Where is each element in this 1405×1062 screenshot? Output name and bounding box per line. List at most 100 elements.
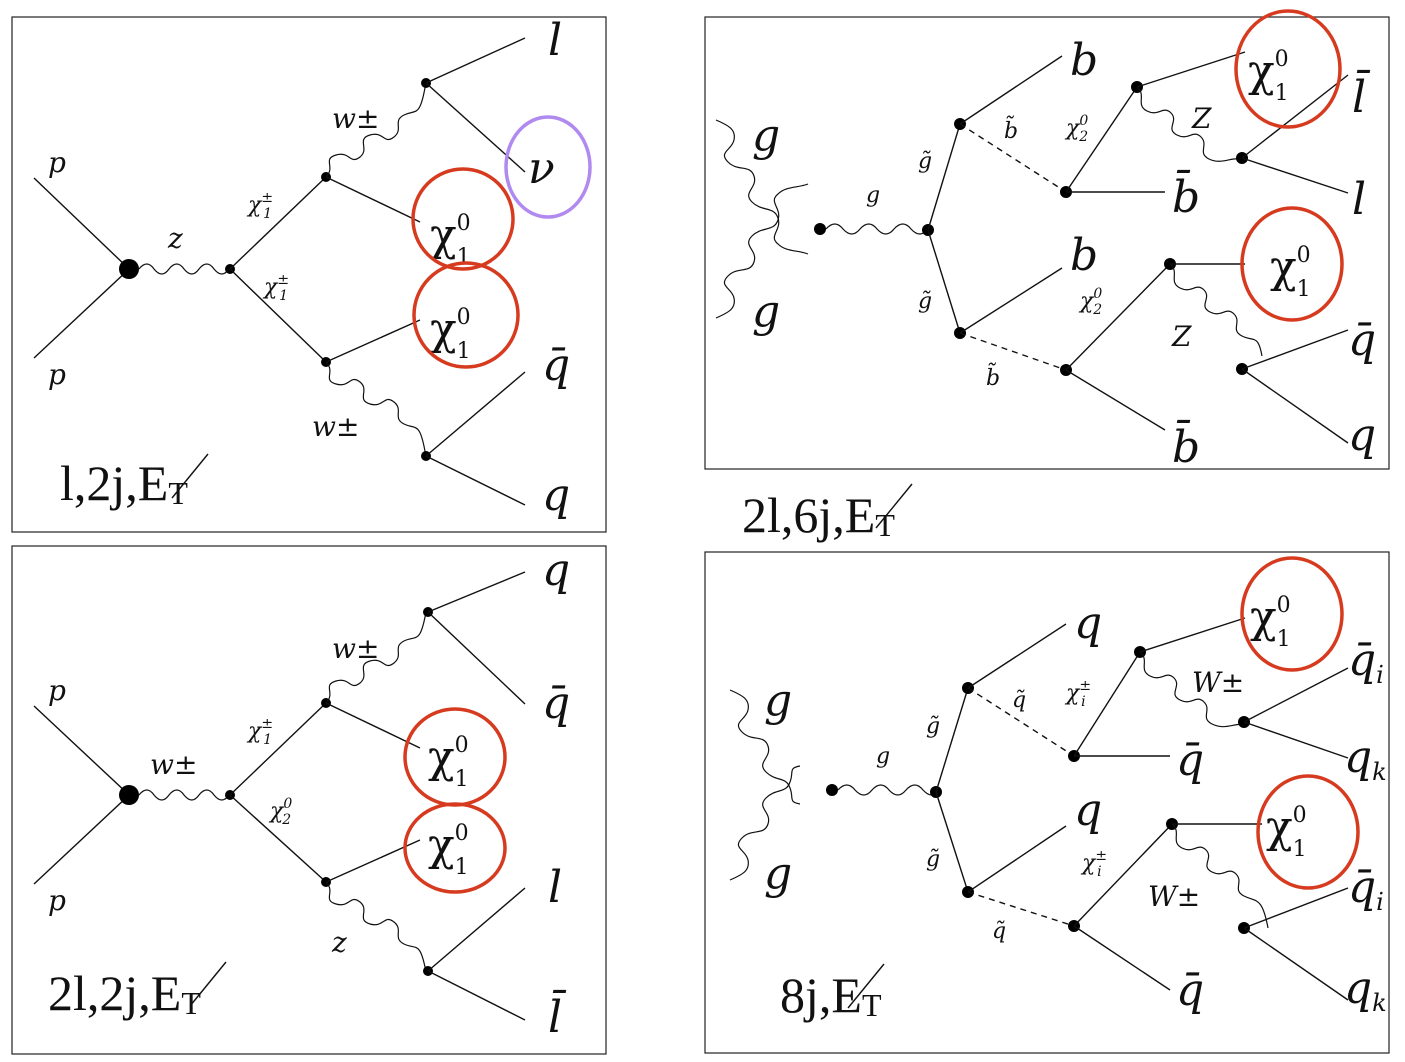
- gluon-propagator: [825, 223, 929, 235]
- squark-line: [967, 891, 1075, 927]
- label-chargino: χ±1: [262, 272, 289, 304]
- met-slash: [847, 963, 885, 1009]
- incoming-line: [33, 705, 129, 795]
- gluon-incoming: [729, 689, 801, 805]
- label-w: w±: [312, 410, 359, 443]
- quark-line: [1241, 368, 1349, 444]
- label-quark-k: qk: [1344, 732, 1387, 786]
- label-sbottom: b̃: [1004, 114, 1018, 144]
- panel-frame: [704, 551, 1390, 1054]
- label-z: z: [331, 926, 347, 959]
- chargino-line: [1073, 823, 1173, 927]
- lsp-line: [325, 319, 421, 363]
- label-quark: q: [1074, 785, 1102, 836]
- panel-gluino-squark: g g g g̃ g̃ q̃ q̃ q q q̄ q̄ χ±i χ±i W± W…: [704, 551, 1390, 1054]
- label-antiquark: q̄: [1176, 965, 1204, 1016]
- lsp-line: [325, 176, 421, 223]
- lsp-highlight-ring: [1240, 206, 1344, 322]
- label-neutrino: ν: [528, 143, 555, 194]
- lsp-highlight-ring: [1234, 9, 1342, 129]
- quark-line: [967, 825, 1067, 893]
- chargino-line: [229, 176, 327, 270]
- gluon-incoming: [715, 119, 809, 255]
- w-propagator: [1139, 651, 1245, 728]
- label-squark: q̃: [1012, 688, 1026, 713]
- label-gluon: g: [764, 848, 792, 899]
- label-gluon-propagator: g: [866, 183, 880, 208]
- label-antiquark: q̄: [542, 678, 570, 729]
- label-quark: q: [1074, 598, 1102, 649]
- quark-line: [967, 623, 1067, 689]
- label-antiquark: q̄: [542, 340, 570, 391]
- chargino-line: [229, 702, 327, 796]
- label-gluino: g̃: [918, 149, 932, 174]
- label-lepton: l: [1352, 174, 1366, 225]
- gluon-propagator: [837, 784, 941, 796]
- quark-line: [425, 455, 526, 506]
- met-slash: [171, 453, 209, 499]
- antilepton-line: [427, 970, 526, 1021]
- lepton-line: [425, 37, 526, 84]
- w-propagator: [325, 81, 427, 178]
- lsp-line: [1136, 51, 1246, 88]
- label-b-quark: b: [1070, 35, 1098, 86]
- lepton-line: [427, 887, 526, 972]
- w-propagator: [1171, 823, 1269, 929]
- label-b-antiquark: b̄: [1172, 418, 1200, 473]
- panel-frame: [11, 545, 607, 1055]
- final-state-caption: 8j,ET: [780, 967, 882, 1023]
- chargino-line: [1073, 651, 1141, 757]
- gluino-line: [927, 123, 961, 231]
- final-state-caption: 2l,2j,ET: [48, 965, 201, 1021]
- label-quark: q: [542, 470, 570, 521]
- gluino-line: [927, 229, 961, 334]
- antiquark-line: [1241, 329, 1349, 370]
- label-gluon: g: [764, 675, 792, 726]
- label-b-antiquark: b̄: [1172, 168, 1200, 223]
- quark-line: [427, 571, 526, 613]
- z-propagator: [1169, 263, 1263, 357]
- chargino-line: [229, 268, 327, 363]
- label-w: w±: [332, 102, 379, 135]
- incoming-line: [33, 177, 129, 269]
- met-slash: [189, 961, 227, 1007]
- label-antiquark-i: q̄i: [1348, 862, 1384, 916]
- gluino-line: [935, 791, 969, 893]
- gluino-line: [935, 687, 969, 793]
- antiquark-line: [427, 611, 526, 705]
- neutralino-line: [1065, 263, 1171, 371]
- label-p: p: [48, 674, 66, 707]
- label-z: Z: [1191, 102, 1212, 135]
- neutralino-line: [1065, 86, 1138, 193]
- gluon-incoming: [729, 765, 801, 881]
- label-lepton: l: [548, 15, 562, 66]
- panel-frame: [704, 16, 1390, 470]
- squark-line: [959, 332, 1067, 371]
- label-quark: q: [1348, 410, 1376, 461]
- antiquark-line: [1243, 667, 1349, 723]
- label-lepton: l: [548, 862, 562, 913]
- squark-line: [967, 687, 1075, 757]
- label-p: p: [48, 884, 66, 917]
- w-propagator: [325, 611, 427, 704]
- lsp-highlight-ring: [403, 802, 507, 894]
- lepton-line: [1241, 157, 1349, 194]
- label-quark-k: qk: [1344, 963, 1387, 1017]
- label-sbottom: b̃: [986, 361, 1000, 391]
- label-p: p: [48, 358, 66, 391]
- z-propagator: [325, 881, 427, 973]
- w-propagator: [138, 789, 230, 801]
- lsp-highlight-ring: [1256, 774, 1360, 890]
- label-z: Z: [1171, 320, 1192, 353]
- gluon-incoming: [715, 183, 809, 319]
